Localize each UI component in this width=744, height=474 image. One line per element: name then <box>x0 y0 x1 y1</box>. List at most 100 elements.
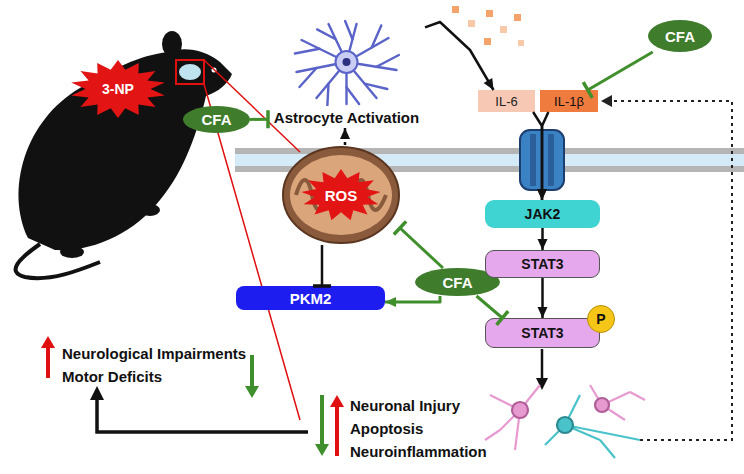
astrocyte-body <box>336 51 358 73</box>
inhibition-bar <box>497 311 509 325</box>
node-text: IL-1β <box>554 94 584 109</box>
node-text: CFA <box>665 28 695 45</box>
arrow-head <box>537 189 547 200</box>
arrow-head <box>385 297 396 307</box>
activation-connector <box>537 112 548 200</box>
connector-line <box>400 228 443 268</box>
rat-silhouette <box>16 31 232 278</box>
outcome-label: Neurological Impairments <box>62 345 246 362</box>
astrocyte-branch <box>345 21 352 39</box>
trend-arrow <box>245 386 259 398</box>
kinase-box: JAK2 <box>485 200 600 228</box>
astrocyte-branch <box>300 68 317 87</box>
connector-line <box>425 22 494 90</box>
zoom-line <box>204 84 300 420</box>
cfa-ellipse: CFA <box>648 20 712 52</box>
mito-inner <box>290 155 392 235</box>
inhibition-bar <box>313 284 331 288</box>
inhibition-connector <box>583 52 652 98</box>
astrocyte-cell: Astrocyte Activation <box>268 18 425 128</box>
neuron-cells <box>485 385 540 450</box>
mito-outer <box>283 147 399 243</box>
astrocyte-nucleus <box>343 58 351 66</box>
signal-arrow <box>536 349 548 390</box>
ros-burst <box>301 169 380 220</box>
neuron-cells <box>557 417 573 433</box>
outcome-arrow <box>97 398 308 432</box>
connector-line <box>542 112 548 200</box>
connector-line <box>250 118 268 121</box>
mitochondrion: ROS <box>282 145 400 245</box>
node-text: CFA <box>443 274 473 291</box>
receptor <box>530 134 536 186</box>
node-text: 3-NP <box>102 81 134 97</box>
trend-arrow <box>320 395 324 446</box>
rat-silhouette <box>179 64 201 80</box>
trend-arrow <box>41 336 344 456</box>
inhibition-bar <box>266 110 270 128</box>
cytokine-particles <box>452 6 459 13</box>
node-text: JAK2 <box>525 206 561 222</box>
node-text: P <box>596 311 605 327</box>
astrocyte-branch <box>295 49 320 54</box>
node-text: STAT3 <box>521 256 563 272</box>
receptor <box>520 130 564 190</box>
connector-line <box>588 52 653 90</box>
outcome-label: Neuroinflammation <box>350 443 487 460</box>
activation-connector <box>425 22 494 90</box>
trend-arrow <box>330 395 344 407</box>
node-text: CFA <box>202 111 232 128</box>
activation-connector <box>340 128 350 145</box>
cytokine-particles <box>518 40 524 46</box>
cytokine-particles <box>484 38 491 45</box>
activation-connector <box>385 296 440 307</box>
node-text: PKM2 <box>290 290 332 307</box>
rat-silhouette <box>140 204 160 216</box>
phospho-circle: P <box>587 305 615 333</box>
neuron-cells <box>545 395 640 458</box>
astrocyte-icon <box>295 21 399 106</box>
activation-connector <box>538 228 548 250</box>
astrocyte-branch <box>377 55 399 67</box>
trend-arrow <box>335 405 339 456</box>
cytokine-particles <box>452 6 524 46</box>
neuron-cells <box>485 385 645 458</box>
outcome-label: Motor Deficits <box>62 368 162 385</box>
astrocyte-branch <box>365 84 388 89</box>
connector-line <box>477 296 503 318</box>
activation-connector <box>533 112 547 200</box>
cytokine-particles <box>514 14 521 21</box>
astrocyte-branch <box>347 87 360 104</box>
connector-line <box>533 112 542 200</box>
outcome-label: Apoptosis <box>350 420 423 437</box>
inhibition-connector <box>313 245 331 286</box>
arrow-head <box>538 307 548 318</box>
cfa-ellipse: CFA <box>183 106 250 133</box>
ros-burst <box>301 169 380 220</box>
inhibition-bar <box>583 82 592 98</box>
protein-box: STAT3P <box>485 318 600 348</box>
cytokine-particles <box>468 20 475 27</box>
cytokine-particles <box>486 10 493 17</box>
signal-arrow <box>541 349 544 380</box>
cytokine-box: IL-6 <box>478 90 535 112</box>
arrow-head <box>484 78 494 90</box>
rat-silhouette <box>60 246 84 258</box>
astrocyte-branch <box>317 29 336 39</box>
outcome-arrow <box>90 386 308 432</box>
arrow-head <box>537 189 547 200</box>
cytokine-box: IL-1β <box>540 90 598 112</box>
node-text: ROS <box>325 187 358 204</box>
node-text: STAT3 <box>521 325 563 341</box>
outcome-label: Neuronal Injury <box>350 397 460 414</box>
connector-line <box>541 228 544 250</box>
astrocyte-branch <box>327 84 328 106</box>
connector-line <box>344 128 347 145</box>
starburst-shape <box>71 60 165 118</box>
starburst: 3-NP <box>70 60 166 118</box>
connector-line <box>385 296 440 302</box>
activation-connector <box>538 278 548 318</box>
inhibition-connector <box>394 221 443 268</box>
receptor <box>548 134 554 186</box>
inhibition-connector <box>477 296 509 325</box>
